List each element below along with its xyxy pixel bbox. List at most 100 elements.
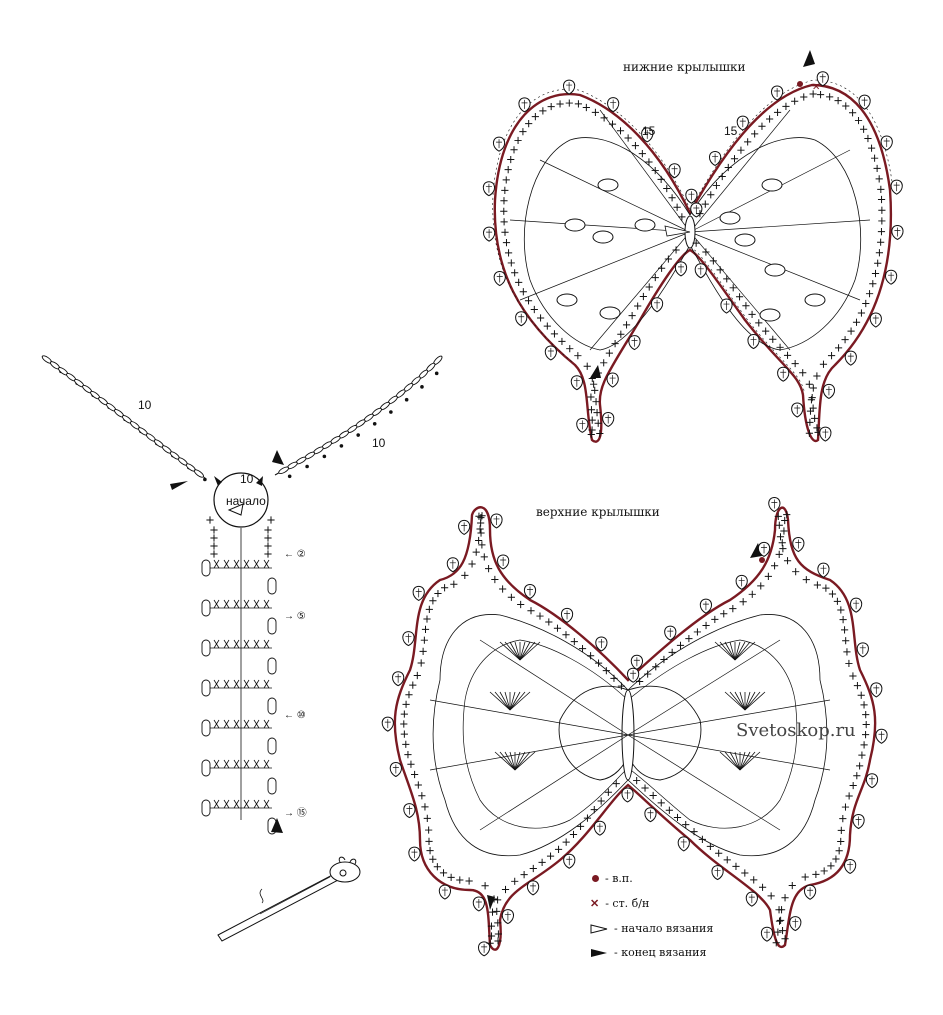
- picot-icon: [856, 642, 869, 658]
- double-crochet: [499, 691, 511, 711]
- single-crochet-icon: [805, 380, 814, 389]
- picot-icon: [694, 263, 707, 279]
- single-crochet-icon: [611, 339, 620, 348]
- single-crochet-icon: [609, 674, 619, 683]
- body-row-label: → ⑤: [284, 611, 306, 622]
- single-crochet-icon: [538, 106, 547, 115]
- single-crochet-icon: [404, 690, 414, 699]
- single-crochet-icon: [631, 141, 640, 150]
- single-crochet-icon: [639, 292, 648, 301]
- double-crochet: [519, 641, 536, 661]
- single-crochet-icon: [616, 330, 625, 339]
- double-crochet: [739, 751, 756, 771]
- single-crochet-icon: [595, 429, 604, 438]
- crochet-hook-icon: [217, 856, 361, 942]
- single-crochet-icon: [812, 371, 821, 381]
- single-crochet-icon: [837, 826, 846, 835]
- single-crochet-icon: [765, 114, 774, 124]
- single-crochet-icon: [467, 559, 477, 569]
- single-crochet-icon: [820, 866, 829, 876]
- single-crochet-icon: [839, 615, 848, 624]
- single-crochet-icon: [868, 279, 877, 288]
- lower-wings-title: нижние крылышки: [623, 60, 746, 74]
- start-label: начало: [226, 494, 266, 508]
- single-crochet-icon: [671, 245, 681, 255]
- picot-icon: [563, 853, 576, 869]
- single-crochet-icon: [562, 838, 571, 847]
- single-crochet-icon: [701, 200, 710, 209]
- picot-icon: [570, 375, 583, 391]
- double-crochet: [719, 751, 741, 771]
- single-crochet-icon: [693, 627, 702, 637]
- single-crochet-icon: [507, 258, 516, 268]
- chain-dot-icon: [356, 433, 360, 437]
- double-crochet: [729, 641, 736, 661]
- legend-item: ✕ - ст. б/н: [590, 897, 649, 910]
- single-crochet-icon: [472, 548, 481, 557]
- single-crochet-icon: [440, 583, 449, 592]
- single-crochet-icon: [608, 119, 617, 129]
- single-crochet-icon: [877, 227, 886, 236]
- single-crochet-icon: [476, 528, 486, 538]
- single-crochet-icon: [498, 584, 507, 594]
- single-crochet-icon: [681, 820, 690, 829]
- single-crochet-icon: [859, 125, 868, 134]
- picot-icon: [477, 941, 491, 957]
- chain-loop: [556, 293, 578, 307]
- double-crochet: [514, 751, 536, 771]
- double-crochet: [734, 691, 746, 711]
- single-crochet-icon: [586, 651, 595, 660]
- end-marker-icon: [803, 50, 815, 67]
- single-crochet-icon: [500, 186, 509, 195]
- single-crochet-icon: [616, 126, 625, 135]
- chain-loop: [599, 306, 621, 320]
- single-crochet-icon: [423, 814, 432, 823]
- chain-dot-icon: [797, 81, 803, 87]
- single-crochet-icon: [845, 791, 854, 801]
- single-crochet-icon: [447, 873, 456, 882]
- picot-icon: [562, 79, 576, 95]
- single-crochet-icon: [747, 310, 757, 319]
- watermark: Svetoskop.ru: [736, 720, 856, 741]
- single-crochet-icon: [768, 335, 777, 344]
- picot-icon: [869, 312, 882, 328]
- single-crochet-icon: [509, 145, 519, 154]
- picot-icon: [849, 597, 863, 613]
- single-crochet-icon: [477, 511, 487, 520]
- picot-icon: [880, 135, 893, 151]
- single-crochet-icon: [798, 368, 807, 377]
- double-crochet: [519, 641, 526, 661]
- single-crochet-icon: [530, 305, 539, 314]
- single-crochet-icon: [828, 589, 837, 599]
- single-crochet-icon: [827, 351, 836, 360]
- single-crochet-icon: [500, 228, 510, 237]
- picot-icon: [412, 585, 425, 601]
- single-crochet-icon: [425, 846, 435, 855]
- chain-dot-icon: [389, 410, 393, 414]
- double-crochet: [509, 691, 521, 711]
- double-crochet: [509, 691, 526, 711]
- double-crochet: [489, 691, 511, 711]
- single-crochet-icon: [590, 805, 599, 814]
- single-crochet-icon: [536, 313, 545, 323]
- single-crochet-icon: [710, 615, 719, 624]
- single-crochet-icon: [859, 700, 869, 709]
- turning-chain: [267, 617, 277, 635]
- chain-dot-icon: [203, 477, 207, 482]
- single-crochet-icon: [867, 144, 876, 153]
- single-crochet-icon: [852, 771, 861, 780]
- picot-icon: [576, 417, 589, 433]
- single-crochet-icon: [701, 247, 711, 257]
- single-crochet-icon: [719, 609, 728, 618]
- single-crochet-icon: [597, 796, 606, 806]
- single-crochet-icon: [474, 536, 483, 545]
- single-crochet-icon: [531, 112, 540, 121]
- chain-stitch: [193, 469, 204, 478]
- single-crochet-icon: [612, 779, 621, 788]
- single-crochet-icon: [657, 175, 666, 184]
- single-crochet-icon: [877, 195, 886, 204]
- picot-icon: [526, 880, 540, 896]
- single-crochet-icon: [859, 740, 869, 749]
- single-crochet-icon: [781, 102, 791, 111]
- double-crochet: [744, 691, 761, 711]
